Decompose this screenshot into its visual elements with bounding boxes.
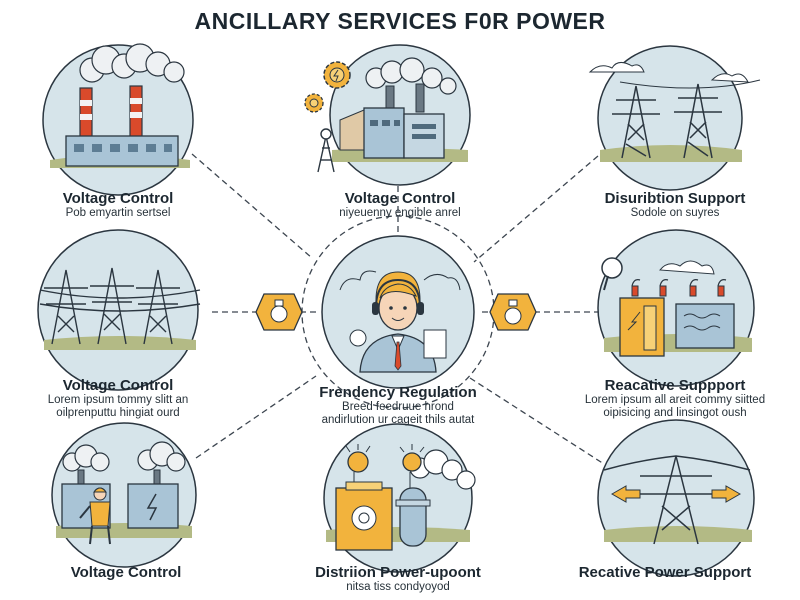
node-title: Voltage Control xyxy=(62,190,174,207)
gear-icon xyxy=(323,61,351,89)
node-title: Voltage Control xyxy=(344,190,456,207)
node-label-bottom-right: Recative Power Support xyxy=(545,564,785,581)
node-desc: nitsa tiss condyoyod xyxy=(346,581,450,593)
node-title: Distriion Power-upoont xyxy=(315,564,481,581)
node-label-top-left: Voltage Control Pob emyartin sertsel xyxy=(0,190,238,220)
bulb-icon xyxy=(345,444,371,473)
node-desc: oilprenputtu hingiat ourd xyxy=(56,407,180,419)
factory-gear-icon xyxy=(304,44,471,186)
center-label: Frendency Regulation Breed feedruue hron… xyxy=(278,384,518,427)
node-label-mid-left: Voltage Control Lorem ipsum tommy slitt … xyxy=(0,377,238,420)
node-label-bottom-center: Distriion Power-upoont nitsa tiss condyo… xyxy=(278,564,518,594)
node-desc: Lorem ipsum all areit commy siitted xyxy=(584,394,766,406)
node-title: Disuribtion Support xyxy=(604,190,746,207)
node-desc: oipisicing and linsingot oush xyxy=(603,407,747,419)
node-desc: niyeuenny engible anrel xyxy=(339,207,461,219)
center-desc: Breed feedruue hrond xyxy=(342,401,454,413)
generator-icon xyxy=(323,423,476,573)
worker-transformer-icon xyxy=(51,422,197,568)
power-plant-icon xyxy=(42,43,194,196)
transmission-tower-icon xyxy=(588,45,761,191)
node-label-top-right: Disuribtion Support Sodole on suyres xyxy=(555,190,795,220)
node-desc: Sodole on suyres xyxy=(630,207,720,219)
center-desc: andirlution ur cageit thils autat xyxy=(321,414,475,426)
transmission-towers-icon xyxy=(37,229,201,391)
operator-headset-icon xyxy=(321,235,475,389)
page-title: ANCILLARY SERVICES F0R POWER xyxy=(194,8,606,34)
battery-storage-icon xyxy=(597,229,755,387)
right-meter-badge xyxy=(489,293,537,331)
left-meter-badge xyxy=(255,293,303,331)
node-label-mid-right: Reacative Suppport Lorem ipsum all areit… xyxy=(555,377,795,420)
node-label-top-center: Voltage Control niyeuenny engible anrel xyxy=(280,190,520,220)
node-label-bottom-left: Voltage Control xyxy=(6,564,246,581)
node-title: Reacative Suppport xyxy=(604,377,746,394)
power-tower-arrows-icon xyxy=(597,419,755,577)
node-desc: Lorem ipsum tommy slitt an xyxy=(47,394,189,406)
node-title: Voltage Control xyxy=(70,564,182,581)
node-title: Voltage Control xyxy=(62,377,174,394)
node-title: Recative Power Support xyxy=(578,564,752,581)
center-title: Frendency Regulation xyxy=(319,384,477,401)
node-desc: Pob emyartin sertsel xyxy=(65,207,171,219)
